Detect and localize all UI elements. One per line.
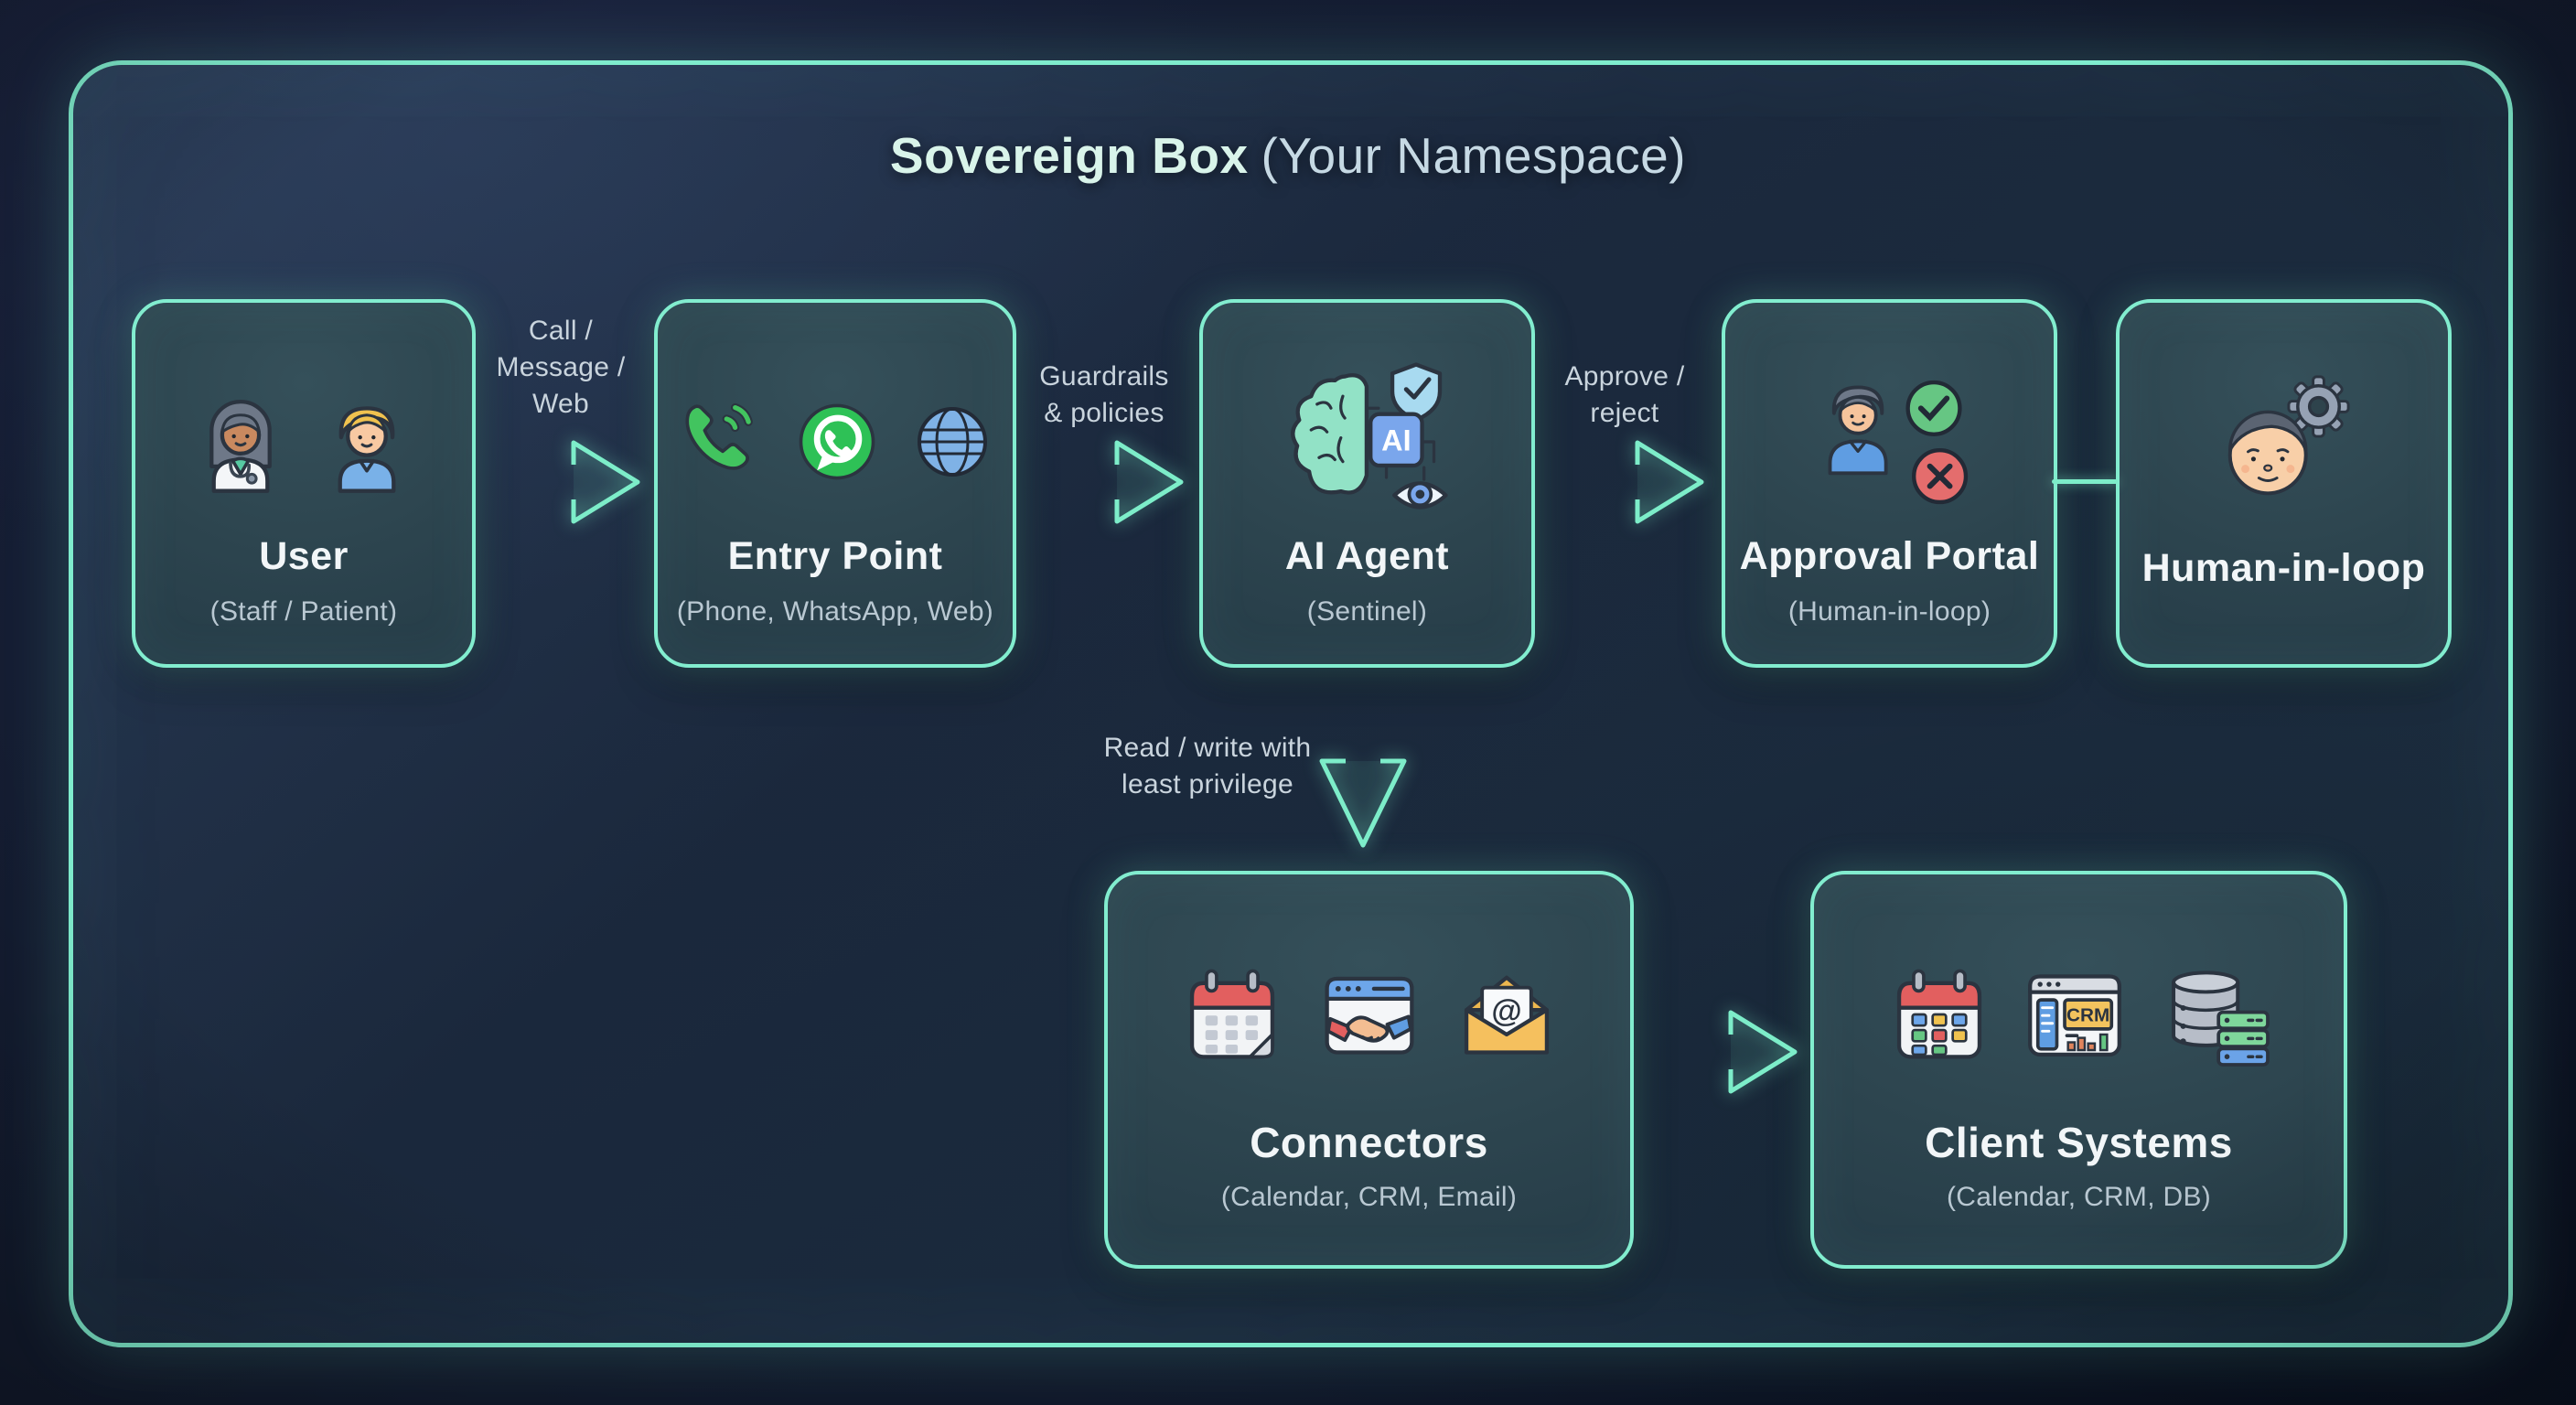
node-client-systems-title: Client Systems xyxy=(1925,1119,2233,1166)
calendar-icon xyxy=(1189,969,1274,1059)
gear-icon xyxy=(2286,375,2350,438)
node-client-systems-subtitle: (Calendar, CRM, DB) xyxy=(1946,1182,2212,1212)
human-in-loop-icons xyxy=(2120,369,2448,515)
doctor-icon xyxy=(209,399,272,493)
connectors-icons: @ xyxy=(1108,946,1630,1083)
reviewer-person-icon xyxy=(1828,385,1888,475)
person-gear-icon xyxy=(2227,375,2350,496)
ai-chip-label: AI xyxy=(1381,424,1411,457)
node-ai-agent-title: AI Agent xyxy=(1284,534,1450,578)
reject-x-icon xyxy=(1911,447,1968,504)
arrow-agent-to-connectors xyxy=(1319,664,1407,848)
email-at-icon: @ xyxy=(1464,975,1549,1055)
calendar-color-icon xyxy=(1896,969,1982,1059)
approval-icons-group xyxy=(1828,380,1968,504)
database-servers-icon xyxy=(2172,971,2270,1067)
whatsapp-icon xyxy=(799,403,875,480)
approve-check-icon xyxy=(1905,380,1962,436)
label-user-to-entry: Call / Message / Web xyxy=(496,316,626,419)
node-entry-point-subtitle: (Phone, WhatsApp, Web) xyxy=(676,596,994,627)
ai-agent-icons: AI xyxy=(1203,362,1531,515)
label-agent-to-connectors: Read / write with least privilege xyxy=(1103,733,1312,799)
node-entry-point-title: Entry Point xyxy=(727,534,943,578)
entry-point-icons xyxy=(658,369,1013,515)
client-systems-icons: CRM xyxy=(1814,946,2344,1083)
approval-portal-icons xyxy=(1725,369,2054,515)
email-at-glyph: @ xyxy=(1491,993,1521,1028)
node-approval-portal-subtitle: (Human-in-loop) xyxy=(1787,596,1991,627)
brain-ai-chip-shield-eye-icon: AI xyxy=(1290,362,1448,509)
diagram-title-normal: (Your Namespace) xyxy=(1261,127,1687,184)
node-user: User (Staff / Patient) xyxy=(132,299,476,668)
node-client-systems: CRM xyxy=(1810,871,2347,1269)
diagram-title: Sovereign Box(Your Namespace) xyxy=(0,126,2576,185)
globe-icon xyxy=(918,407,987,477)
node-human-in-loop: Human-in-loop xyxy=(2116,299,2452,668)
handshake-window-icon xyxy=(1325,976,1413,1055)
node-user-title: User xyxy=(259,534,349,578)
node-ai-agent: AI AI Agent (Sentinel) xyxy=(1199,299,1535,668)
node-user-subtitle: (Staff / Patient) xyxy=(209,596,398,627)
patient-icon xyxy=(338,406,396,493)
node-entry-point: Entry Point (Phone, WhatsApp, Web) xyxy=(654,299,1016,668)
arrow-connectors-to-client xyxy=(1637,1010,1798,1094)
arrow-agent-to-approval xyxy=(1544,440,1704,524)
crm-label: CRM xyxy=(2066,1004,2109,1025)
label-entry-to-agent: Guardrails & policies xyxy=(1039,361,1169,428)
face-icon xyxy=(2227,410,2308,496)
crm-dashboard-icon: CRM xyxy=(2028,974,2121,1057)
node-approval-portal: Approval Portal (Human-in-loop) xyxy=(1722,299,2057,668)
node-ai-agent-subtitle: (Sentinel) xyxy=(1306,596,1428,627)
phone-call-icon xyxy=(685,402,753,470)
node-approval-portal-title: Approval Portal xyxy=(1739,534,2040,578)
node-connectors: @ Connectors (Calendar, CRM, Email) xyxy=(1104,871,1634,1269)
connector-approval-to-human xyxy=(2052,479,2118,484)
node-connectors-title: Connectors xyxy=(1250,1119,1488,1166)
arrow-user-to-entry xyxy=(480,440,640,524)
diagram-title-bold: Sovereign Box xyxy=(889,127,1249,184)
user-icons xyxy=(135,369,472,515)
node-human-in-loop-title: Human-in-loop xyxy=(2141,546,2426,590)
label-agent-to-approval: Approve / reject xyxy=(1564,361,1685,428)
node-connectors-subtitle: (Calendar, CRM, Email) xyxy=(1220,1182,1518,1212)
arrow-entry-to-agent xyxy=(1024,440,1184,524)
